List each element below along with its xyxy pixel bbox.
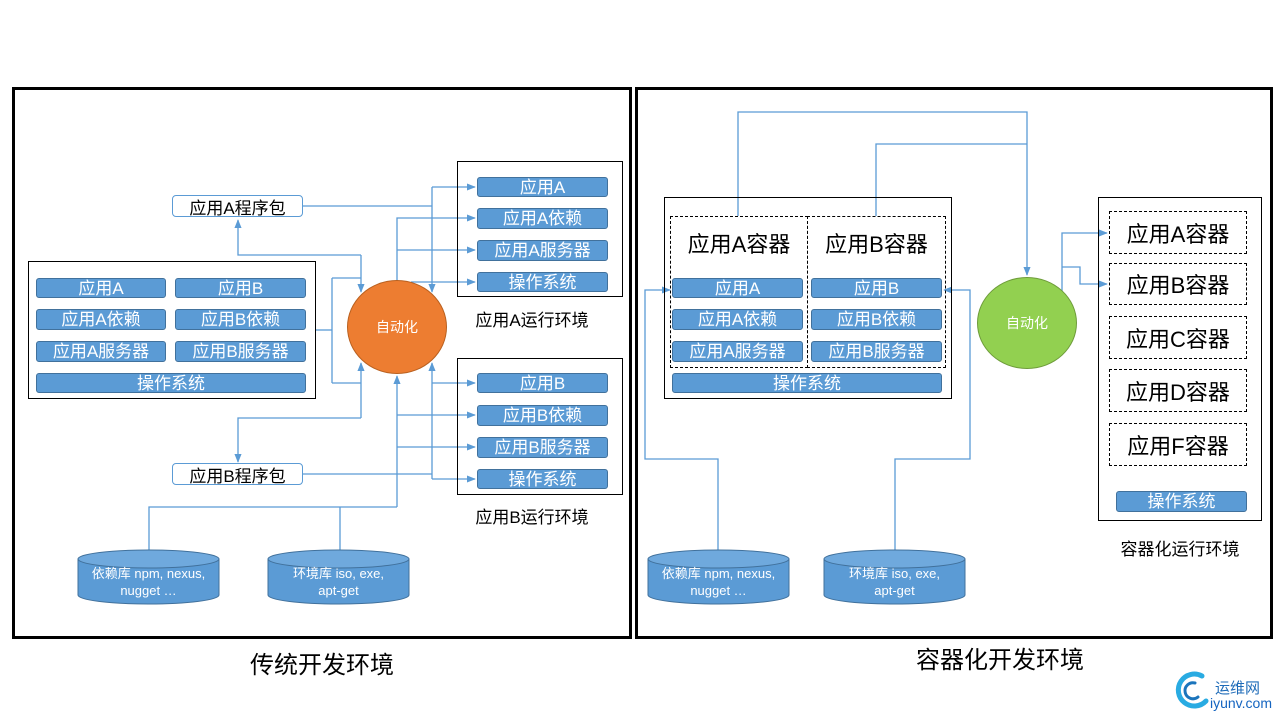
runtime-a-server: 应用A服务器 [477, 240, 608, 261]
connector-environment-repo-to-container-b [894, 286, 971, 550]
container-runtime-environment [1098, 197, 1262, 521]
container-a-app: 应用A [672, 278, 803, 298]
containerized-automation-node: 自动化 [977, 277, 1077, 369]
dev-app-b-server: 应用B服务器 [175, 341, 306, 362]
dev-app-a: 应用A [36, 278, 166, 298]
connector-to-runtime-a-deps [396, 214, 476, 281]
connector-dependency-repo-to-container-a [644, 286, 719, 550]
connector-automation-to-runtime-b [1062, 266, 1108, 288]
runtime-b-os: 操作系统 [477, 469, 608, 489]
repo-line: nugget … [120, 583, 177, 598]
container-b-deps: 应用B依赖 [811, 309, 942, 330]
runtime-container-b: 应用B容器 [1109, 263, 1247, 305]
watermark-domain: iyunv.com [1210, 695, 1272, 711]
repo-line: nugget … [690, 583, 747, 598]
repo-line: 环境库 iso, exe, [292, 566, 385, 581]
logo-icon [1175, 671, 1209, 709]
repo-line: 环境库 iso, exe, [848, 566, 941, 581]
app-a-package: 应用A程序包 [172, 195, 303, 218]
runtime-a-app: 应用A [477, 177, 608, 197]
repo-line: 依赖库 npm, nexus, [661, 566, 776, 581]
runtime-b-deps: 应用B依赖 [477, 405, 608, 426]
traditional-panel [12, 87, 632, 639]
traditional-automation-node: 自动化 [347, 280, 447, 374]
runtime-a-environment [457, 161, 623, 297]
dev-os: 操作系统 [36, 373, 306, 393]
container-b-server: 应用B服务器 [811, 341, 942, 362]
containerized-environment-repo-cylinder [823, 549, 966, 605]
traditional-environment-repo-label: 环境库 iso, exe, apt-get [268, 565, 409, 599]
app-b-package: 应用B程序包 [172, 463, 303, 486]
runtime-container-a: 应用A容器 [1109, 211, 1247, 254]
repo-line: apt-get [318, 583, 359, 598]
runtime-b-label: 应用B运行环境 [475, 508, 589, 527]
containerized-dependency-repo-cylinder [647, 549, 790, 605]
container-runtime-label: 容器化运行环境 [1120, 540, 1240, 559]
runtime-container-c: 应用C容器 [1109, 316, 1247, 359]
connector-automation-to-runtime-a [1061, 229, 1108, 291]
repo-line: apt-get [874, 583, 915, 598]
connector-container-b-to-automation [875, 143, 1027, 216]
watermark-name: 运维网 [1215, 680, 1261, 697]
container-a-server: 应用A服务器 [672, 341, 803, 362]
runtime-b-server: 应用B服务器 [477, 437, 608, 458]
dev-app-b: 应用B [175, 278, 306, 298]
container-runtime-os: 操作系统 [1116, 491, 1247, 512]
containerized-panel [635, 87, 1273, 639]
dev-app-b-deps: 应用B依赖 [175, 309, 306, 330]
containerized-caption: 容器化开发环境 [916, 647, 1084, 674]
runtime-container-d: 应用D容器 [1109, 369, 1247, 412]
runtime-a-os: 操作系统 [477, 272, 608, 292]
repo-line: 依赖库 npm, nexus, [91, 566, 206, 581]
containerized-dev-os: 操作系统 [672, 373, 942, 393]
runtime-container-f: 应用F容器 [1109, 423, 1247, 466]
container-a-deps: 应用A依赖 [672, 309, 803, 330]
dev-container-b-title: 应用B容器 [825, 232, 928, 257]
dev-app-a-server: 应用A服务器 [36, 341, 166, 362]
container-b-app: 应用B [811, 278, 942, 298]
traditional-environment-repo-cylinder [267, 549, 410, 605]
traditional-dependency-repo-label: 依赖库 npm, nexus, nugget … [78, 565, 219, 599]
containerized-environment-repo-label: 环境库 iso, exe, apt-get [824, 565, 965, 599]
traditional-dependency-repo-cylinder [77, 549, 220, 605]
connector-automation-to-package-b [234, 417, 361, 463]
containerized-dependency-repo-label: 依赖库 npm, nexus, nugget … [648, 565, 789, 599]
traditional-caption: 传统开发环境 [250, 652, 394, 679]
runtime-a-deps: 应用A依赖 [477, 208, 608, 229]
runtime-a-label: 应用A运行环境 [475, 311, 589, 330]
dev-container-a-title: 应用A容器 [687, 232, 791, 257]
connector-dependency-repo [148, 506, 397, 550]
runtime-b-environment [457, 358, 623, 495]
connector-automation-to-package-a [234, 219, 361, 256]
traditional-dev-machine [28, 261, 316, 399]
containerized-dev-machine [664, 197, 952, 399]
runtime-b-app: 应用B [477, 373, 608, 393]
dev-app-a-deps: 应用A依赖 [36, 309, 166, 330]
connector-container-a-to-automation [737, 111, 1031, 276]
